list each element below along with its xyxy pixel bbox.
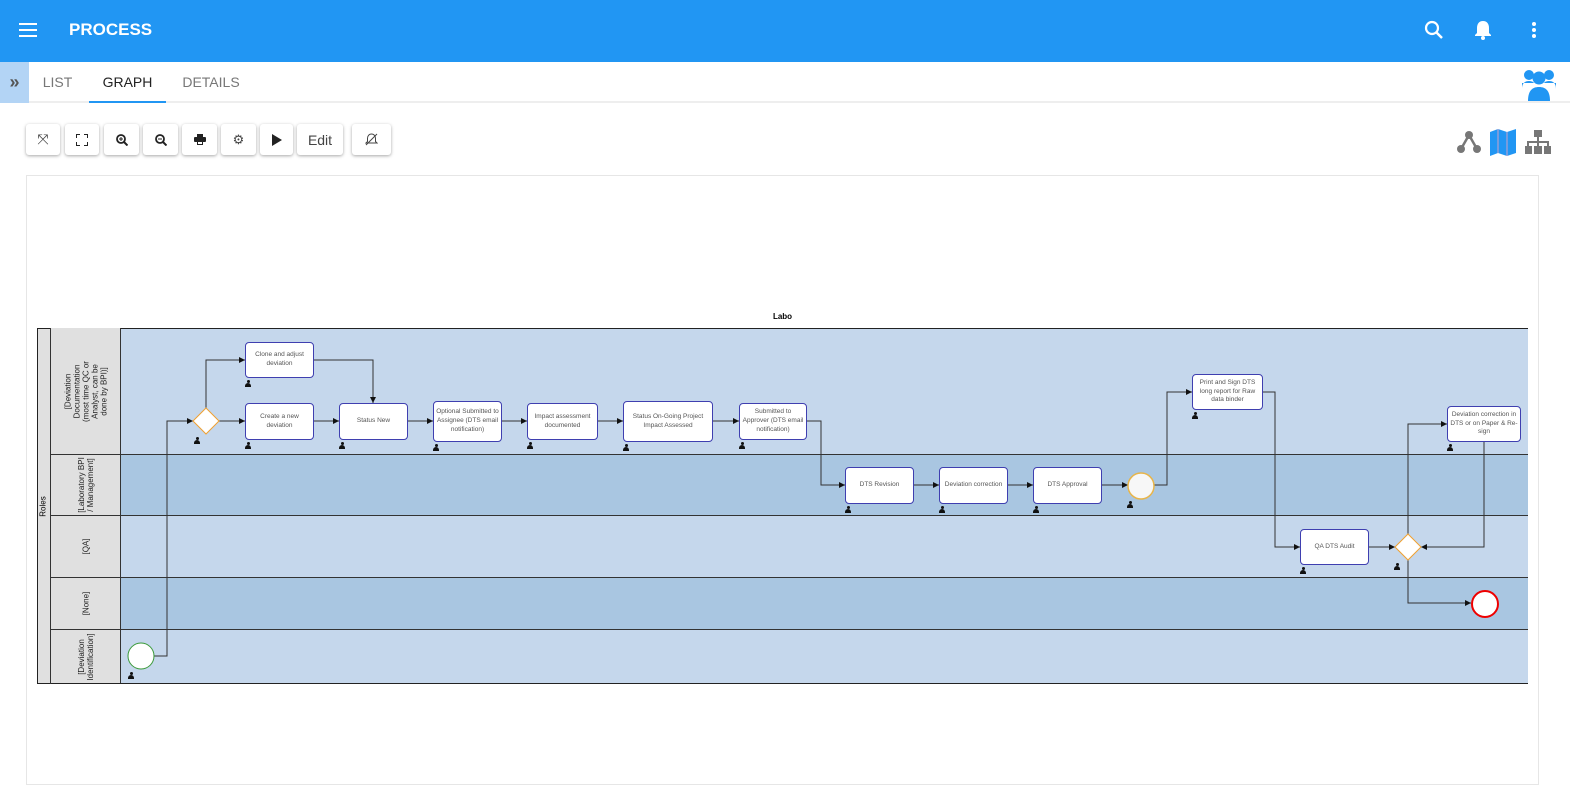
person-icon: [939, 506, 945, 513]
lane-header-bpi: [Laboratory BPI / Management]: [51, 455, 121, 516]
task-dts-revision[interactable]: DTS Revision: [845, 467, 914, 504]
task-deviation-correction-dts[interactable]: Deviation correction in DTS or on Paper …: [1447, 406, 1521, 442]
tab-bar: » LIST GRAPH DETAILS: [0, 62, 1570, 103]
zoom-out-icon: [154, 133, 167, 146]
print-button[interactable]: [182, 124, 217, 155]
tab-details[interactable]: DETAILS: [182, 74, 240, 90]
fullscreen-button[interactable]: [65, 124, 99, 155]
person-icon: [527, 442, 533, 449]
app-bar: PROCESS: [0, 0, 1570, 62]
settings-icon: ⚙: [232, 131, 245, 147]
edge: [154, 418, 193, 657]
person-icon: [339, 442, 345, 449]
edge: [205, 357, 245, 408]
person-icon: [1447, 444, 1453, 451]
fit-icon: ⤧: [37, 131, 49, 147]
person-icon: [433, 444, 439, 451]
task-ongoing[interactable]: Status On-Going Project Impact Assessed: [623, 401, 713, 442]
lane-header-none: [None]: [51, 578, 121, 630]
lane-none: [121, 578, 1528, 630]
gateway: [192, 407, 220, 435]
person-icon: [194, 437, 200, 444]
person-icon: [845, 506, 851, 513]
person-icon: [245, 380, 251, 387]
more-vert-icon[interactable]: [1521, 17, 1547, 43]
zoom-in-button[interactable]: [104, 124, 139, 155]
users-icon[interactable]: [1521, 67, 1557, 106]
sidebar-toggle-button[interactable]: »: [0, 62, 29, 103]
edge: [1407, 560, 1471, 606]
task-optional-submitted[interactable]: Optional Submitted to Assignee (DTS emai…: [433, 401, 502, 442]
play-icon: [271, 133, 282, 146]
bell-icon[interactable]: [1470, 17, 1496, 43]
graph-view-icon[interactable]: [1457, 130, 1481, 159]
task-print-sign[interactable]: Print and Sign DTS long report for Raw d…: [1192, 374, 1263, 410]
person-icon: [128, 672, 134, 679]
tab-graph[interactable]: GRAPH: [89, 62, 166, 103]
fit-button[interactable]: ⤧: [26, 124, 60, 155]
lane-header-qa: [QA]: [51, 516, 121, 578]
task-deviation-correction[interactable]: Deviation correction: [939, 467, 1008, 504]
lane-header-identification: [Deviation Identification]: [51, 630, 121, 683]
person-icon: [245, 442, 251, 449]
page-title: PROCESS: [69, 20, 153, 39]
play-button[interactable]: [260, 124, 293, 155]
edge: [1154, 389, 1192, 486]
person-icon: [1300, 567, 1306, 574]
task-submitted-approver[interactable]: Submitted to Approver (DTS email notific…: [739, 403, 807, 440]
zoom-out-button[interactable]: [143, 124, 178, 155]
person-icon: [1394, 563, 1400, 570]
person-icon: [623, 444, 629, 451]
edge: [807, 420, 845, 488]
lane-header-documentation: [Deviation Documentation (most time QC o…: [51, 328, 121, 455]
task-qa-audit[interactable]: QA DTS Audit: [1300, 529, 1369, 565]
edge: [314, 359, 376, 403]
pool-title: Labo: [772, 312, 793, 321]
person-icon: [1033, 506, 1039, 513]
zoom-in-icon: [115, 133, 128, 146]
print-icon: [193, 134, 206, 145]
edit-button[interactable]: Edit: [297, 124, 343, 155]
tab-list[interactable]: LIST: [42, 74, 73, 90]
notifications-off-icon: [365, 133, 378, 146]
edge: [1263, 391, 1300, 550]
roles-header: Roles: [37, 328, 51, 684]
intermediate-event: [1127, 472, 1155, 500]
person-icon: [1127, 501, 1133, 508]
task-impact[interactable]: Impact assessment documented: [527, 403, 598, 440]
task-status-new[interactable]: Status New: [339, 403, 408, 440]
notifications-off-button[interactable]: [352, 124, 391, 155]
menu-icon[interactable]: [15, 17, 41, 43]
task-dts-approval[interactable]: DTS Approval: [1033, 467, 1102, 504]
edge: [1407, 421, 1447, 534]
person-icon: [739, 442, 745, 449]
start-event: [127, 642, 155, 670]
person-icon: [1192, 412, 1198, 419]
end-event: [1471, 590, 1499, 618]
map-view-icon[interactable]: [1490, 129, 1516, 161]
edge: [1421, 442, 1485, 550]
lane-identification: [121, 630, 1528, 683]
search-icon[interactable]: [1421, 17, 1447, 43]
task-clone[interactable]: Clone and adjust deviation: [245, 342, 314, 378]
settings-button[interactable]: ⚙: [221, 124, 256, 155]
gateway: [1394, 533, 1422, 561]
task-create[interactable]: Create a new deviation: [245, 403, 314, 440]
hierarchy-view-icon[interactable]: [1525, 130, 1551, 159]
